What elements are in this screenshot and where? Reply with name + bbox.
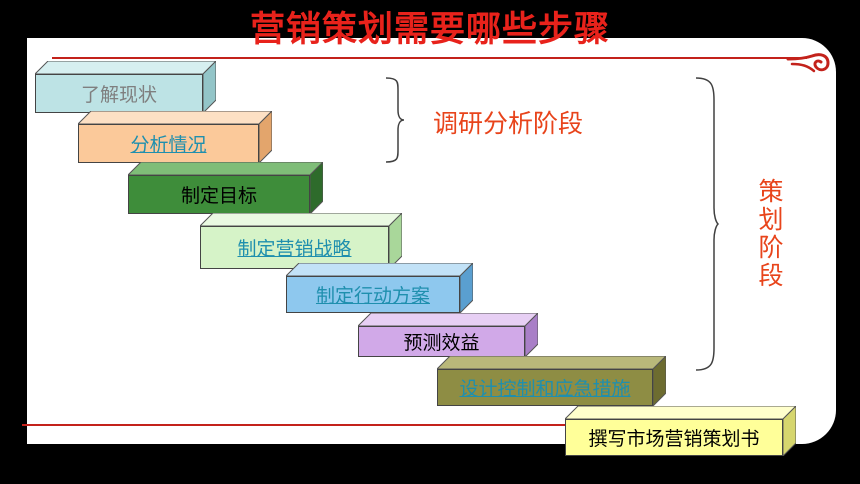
step-control-contingency[interactable]: 设计控制和应急措施 [437,356,666,406]
step-side-face [652,356,666,406]
step-label: 预测效益 [403,332,480,354]
phase-label-planning: 策划阶段 [758,177,784,290]
step-forecast-benefits: 预测效益 [358,313,538,357]
phase-label-research: 调研分析阶段 [433,109,584,138]
step-side-face [524,313,538,357]
step-side-face [202,61,216,113]
step-label[interactable]: 制定营销战略 [237,238,352,260]
step-front-face[interactable]: 设计控制和应急措施 [437,369,653,406]
step-top-face [358,313,538,327]
step-front-face[interactable]: 分析情况 [78,124,259,163]
step-side-face [459,263,473,313]
slide-title: 营销策划需要哪些步骤 [249,10,610,50]
step-understand-status: 了解现状 [35,61,216,113]
cloud-swirl-icon [786,53,830,73]
right-brace-research [385,77,405,163]
step-side-face [388,213,402,269]
top-divider [52,57,807,59]
step-side-face [782,406,796,456]
step-top-face [565,406,796,420]
step-top-face [286,263,473,277]
right-brace-planning [695,77,720,371]
step-top-face [35,61,216,75]
step-front-face: 撰写市场营销策划书 [565,419,783,456]
step-action-plan[interactable]: 制定行动方案 [286,263,473,313]
step-write-plan: 撰写市场营销策划书 [565,406,796,456]
step-side-face [309,162,323,214]
step-side-face [258,111,272,163]
step-label[interactable]: 制定行动方案 [315,285,430,307]
bottom-divider [22,424,592,426]
step-front-face[interactable]: 制定营销战略 [200,226,389,269]
step-label: 了解现状 [80,84,157,106]
step-label: 制定目标 [180,185,257,207]
step-front-face: 了解现状 [35,74,203,113]
step-front-face[interactable]: 制定行动方案 [286,276,460,313]
step-top-face [78,111,272,125]
step-top-face [200,213,402,227]
step-marketing-strategy[interactable]: 制定营销战略 [200,213,402,269]
step-set-goals: 制定目标 [128,162,323,214]
step-label: 撰写市场营销策划书 [588,428,760,450]
step-front-face: 制定目标 [128,175,310,214]
step-label[interactable]: 设计控制和应急措施 [459,378,631,400]
step-top-face [128,162,323,176]
step-analyze-situation[interactable]: 分析情况 [78,111,272,163]
step-label[interactable]: 分析情况 [130,134,207,156]
step-front-face: 预测效益 [358,326,525,357]
step-top-face [437,356,666,370]
